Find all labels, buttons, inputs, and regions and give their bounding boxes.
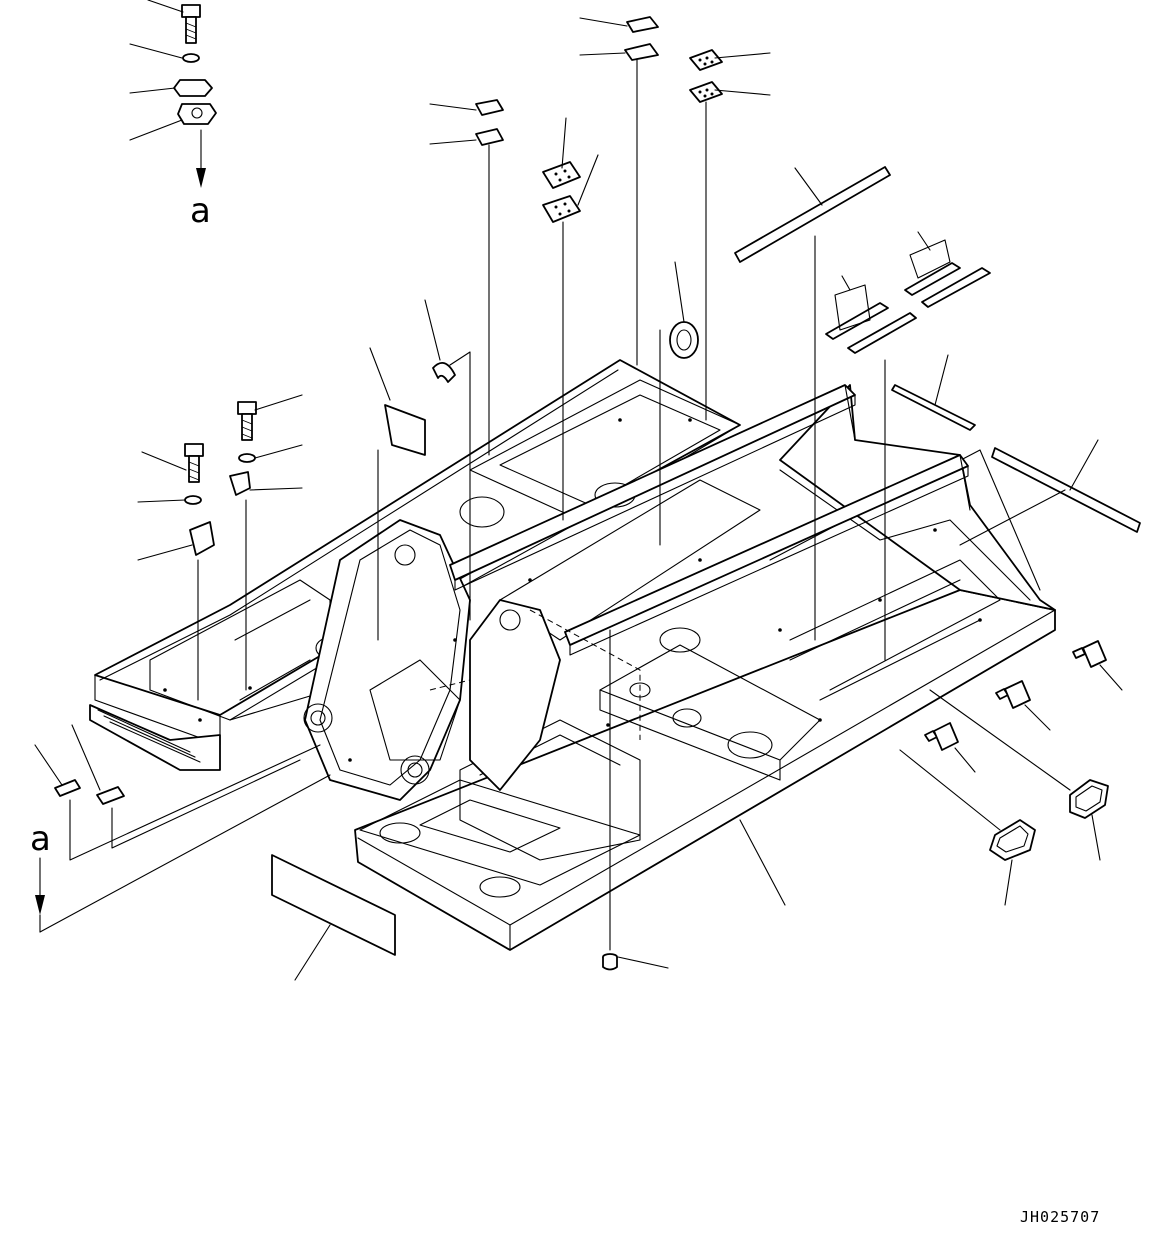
clips-lower-left <box>34 724 321 861</box>
frame-rails <box>449 384 971 656</box>
grommets <box>659 261 1109 906</box>
cover-pads <box>429 16 771 521</box>
seal-strips <box>734 166 1141 661</box>
view-ref-letter-upper: a <box>190 191 211 231</box>
bolt-stack-top-left <box>129 0 217 188</box>
detail-dots <box>163 418 982 762</box>
view-ref-lower: a <box>30 819 51 933</box>
plug-bottom <box>602 629 669 971</box>
drawing-code: JH025707 <box>1020 1208 1100 1226</box>
boom-bracket <box>303 519 561 801</box>
revolving-frame <box>89 359 1056 951</box>
view-ref-letter-lower: a <box>30 819 51 859</box>
bolts-left-middle <box>137 394 303 701</box>
center-covers <box>271 299 471 981</box>
clips-right <box>924 640 1123 773</box>
view-ref-upper: a <box>190 191 211 231</box>
